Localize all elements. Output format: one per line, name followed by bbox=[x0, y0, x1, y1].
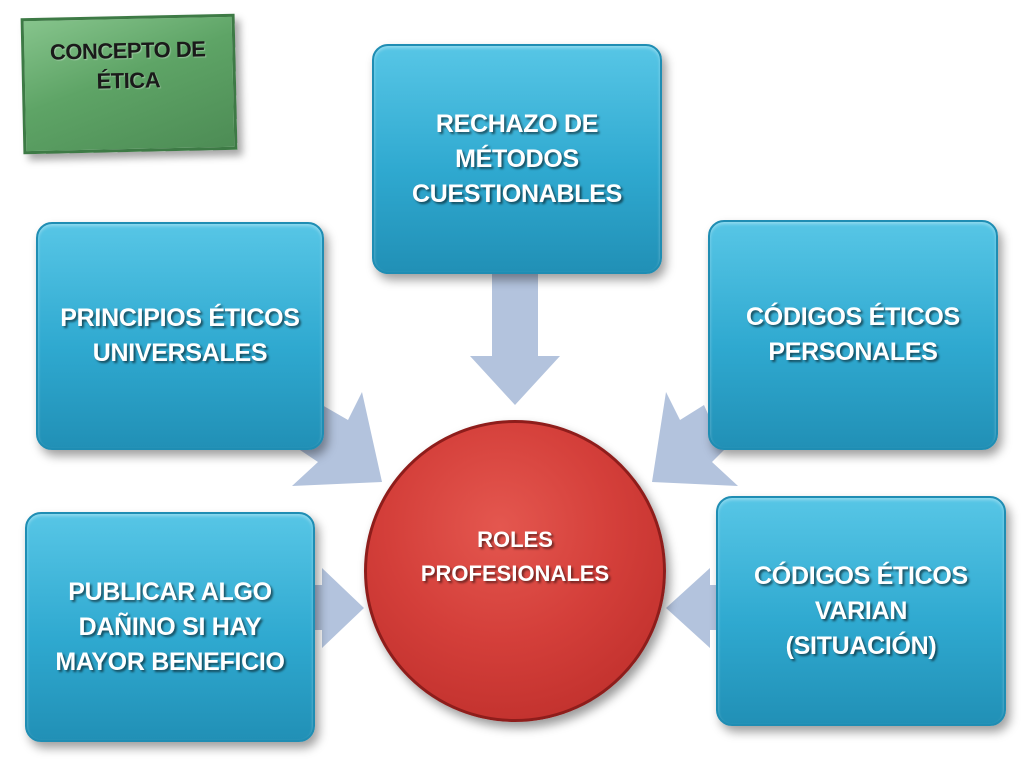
arrow-from-left-lower bbox=[314, 568, 364, 648]
box-right-lower-line-2: VARIAN bbox=[814, 596, 908, 625]
box-left-upper-line-1: PRINCIPIOS ÉTICOS bbox=[60, 304, 300, 332]
arrow-from-right-lower bbox=[666, 568, 718, 648]
box-right-lower-line-3: (SITUACIÓN) bbox=[785, 631, 937, 660]
title-text: CONCEPTO DE ÉTICA bbox=[21, 34, 234, 98]
center-line-1: ROLES bbox=[477, 527, 553, 552]
box-left-lower-line-1: PUBLICAR ALGO bbox=[68, 577, 272, 606]
box-left-upper-line-2: UNIVERSALES bbox=[92, 339, 268, 367]
box-top-line-2: MÉTODOS bbox=[455, 144, 579, 173]
box-top-line-1: RECHAZO DE bbox=[435, 109, 599, 138]
arrow-from-left-upper bbox=[292, 392, 382, 486]
box-right-lower-line-1: CÓDIGOS ÉTICOS bbox=[754, 561, 968, 590]
box-right-upper-line-2: PERSONALES bbox=[768, 338, 938, 366]
box-publicar-danino: PUBLICAR ALGO DAÑINO SI HAY MAYOR BENEFI… bbox=[25, 512, 315, 742]
box-right-upper-line-1: CÓDIGOS ÉTICOS bbox=[746, 303, 960, 331]
box-top-line-3: CUESTIONABLES bbox=[411, 179, 622, 208]
arrow-from-right-upper bbox=[652, 392, 738, 486]
box-left-lower-line-2: DAÑINO SI HAY bbox=[78, 612, 262, 641]
box-rechazo-metodos: RECHAZO DE MÉTODOS CUESTIONABLES bbox=[372, 44, 662, 274]
center-line-2: PROFESIONALES bbox=[420, 561, 610, 586]
box-codigos-personales: CÓDIGOS ÉTICOS PERSONALES bbox=[708, 220, 998, 450]
title-line-1: CONCEPTO DE bbox=[49, 36, 206, 65]
box-principios-eticos: PRINCIPIOS ÉTICOS UNIVERSALES bbox=[36, 222, 324, 450]
center-circle-roles: ROLES PROFESIONALES bbox=[364, 420, 666, 722]
box-left-lower-line-3: MAYOR BENEFICIO bbox=[55, 647, 285, 676]
arrow-from-top bbox=[470, 272, 560, 405]
box-codigos-varian: CÓDIGOS ÉTICOS VARIAN (SITUACIÓN) bbox=[716, 496, 1006, 726]
title-line-2: ÉTICA bbox=[96, 67, 161, 94]
